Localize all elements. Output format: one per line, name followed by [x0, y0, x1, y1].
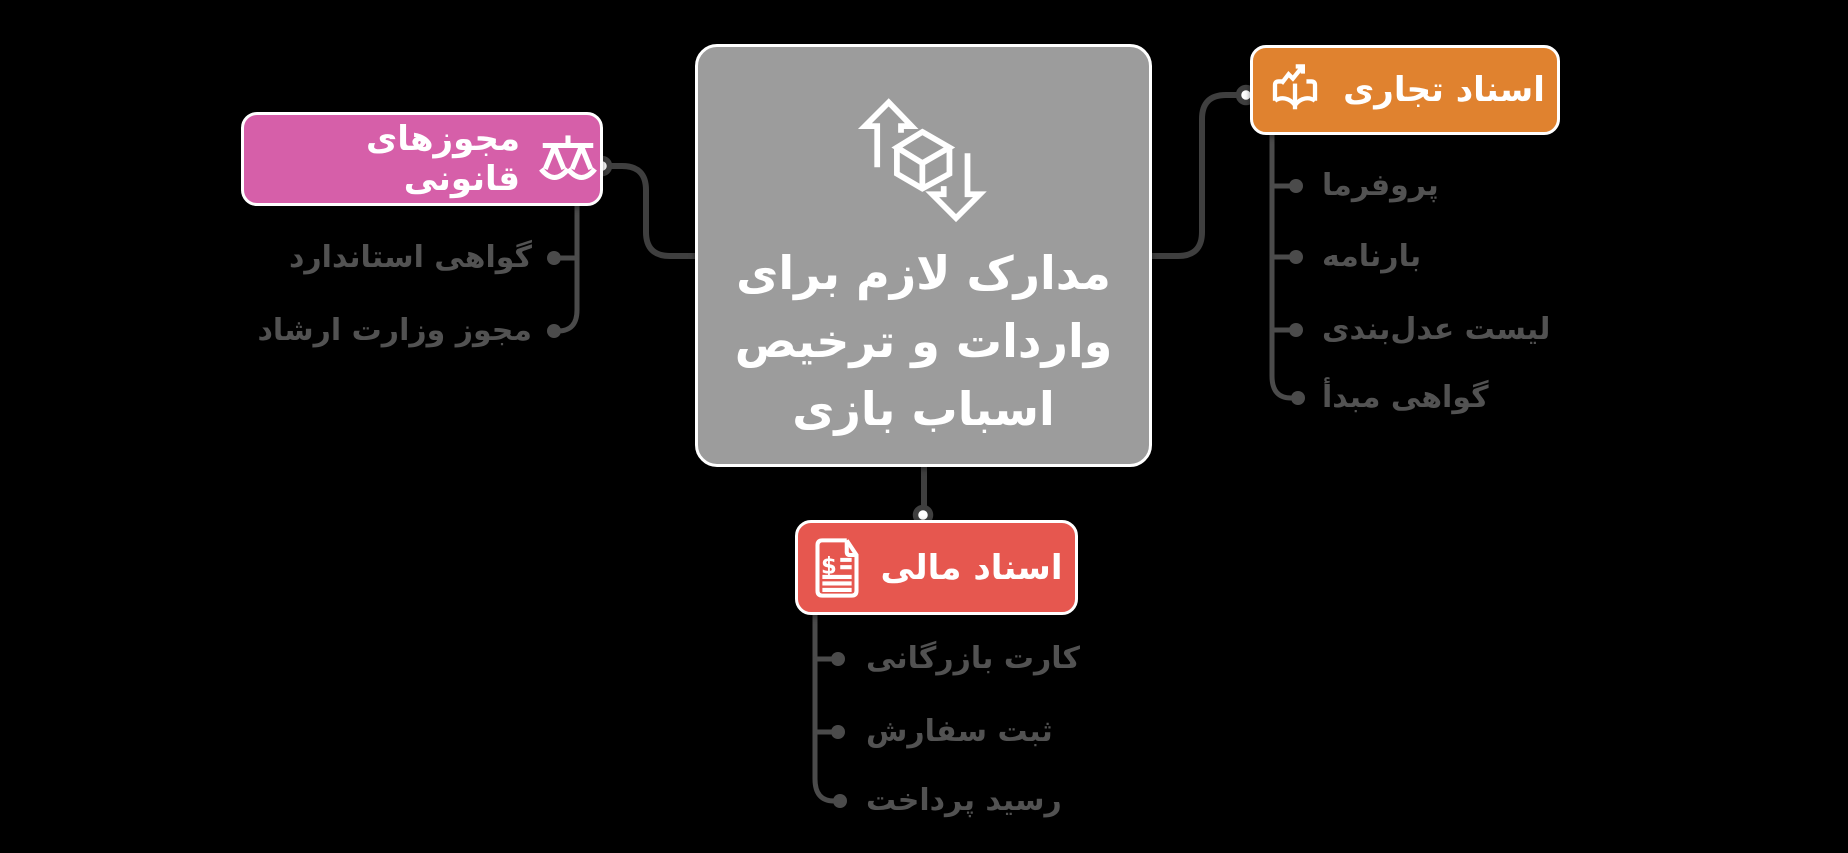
open-book-chart-icon: [1265, 60, 1325, 120]
legal-item-dot-1: [547, 251, 561, 265]
item-packing-list: لیست عدل‌بندی: [1322, 311, 1551, 347]
branch-node-legal-permits: مجوزهای قانونی: [241, 112, 603, 206]
commercial-item-dot-3: [1289, 323, 1303, 337]
center-title-line-1: مدارک لازم برای: [736, 246, 1111, 300]
financial-item-dot-2: [831, 725, 845, 739]
branch-label-financial: اسناد مالی: [880, 547, 1063, 588]
center-title-line-3: اسباب بازی: [792, 382, 1055, 436]
center-title-line-2: واردات و ترخیص: [734, 314, 1113, 368]
commercial-item-dot-2: [1289, 250, 1303, 264]
item-bill-of-lading: بارنامه: [1322, 238, 1422, 274]
center-node: مدارک لازم برای واردات و ترخیص اسباب باز…: [695, 44, 1152, 467]
item-business-card: کارت بازرگانی: [866, 640, 1080, 676]
branch-label-commercial: اسناد تجاری: [1343, 70, 1545, 110]
item-order-registration: ثبت سفارش: [866, 713, 1053, 749]
commercial-trunk-line: [1269, 131, 1294, 401]
commercial-item-dot-1: [1289, 179, 1303, 193]
item-payment-receipt: رسید پرداخت: [866, 782, 1062, 818]
branch-node-commercial-documents: اسناد تجاری: [1250, 45, 1560, 135]
invoice-icon: $: [811, 535, 863, 601]
branch-label-legal: مجوزهای قانونی: [366, 119, 520, 199]
commercial-item-dot-4: [1291, 391, 1305, 405]
item-ershad-ministry-permit: مجوز وزارت ارشاد: [257, 312, 533, 348]
branch-node-financial-documents: اسناد مالی $: [795, 520, 1078, 615]
legal-item-dot-2: [547, 324, 561, 338]
financial-item-dot-1: [831, 652, 845, 666]
financial-trunk-line: [812, 612, 837, 804]
center-title: مدارک لازم برای واردات و ترخیص اسباب باز…: [735, 239, 1113, 443]
item-standard-certificate: گواهی استاندارد: [289, 239, 532, 275]
connector-legal-to-center: [599, 163, 703, 259]
scales-icon: [536, 131, 600, 187]
financial-item-dot-3: [833, 794, 847, 808]
item-proforma: پروفرما: [1322, 167, 1439, 203]
import-export-cube-icon: [846, 81, 1002, 237]
legal-trunk-line: [555, 203, 580, 334]
svg-text:$: $: [820, 553, 836, 579]
connector-center-to-commercial: [1145, 92, 1241, 259]
item-certificate-of-origin: گواهی مبدأ: [1322, 379, 1489, 415]
